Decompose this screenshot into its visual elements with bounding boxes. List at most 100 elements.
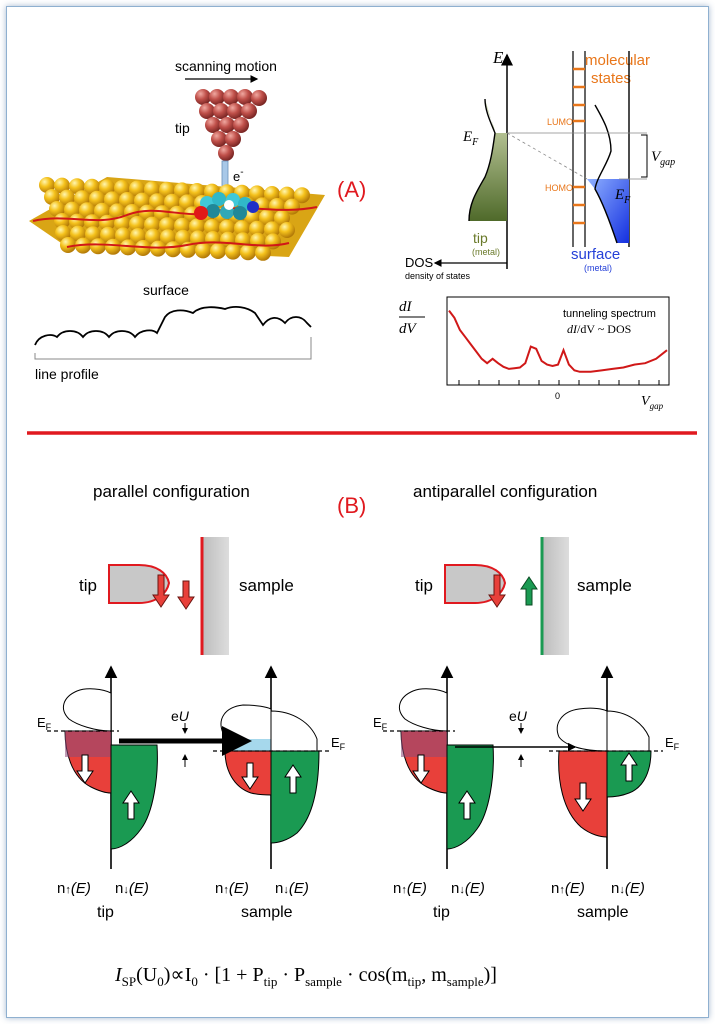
antiparallel-tip-caption: tip: [433, 904, 450, 921]
electron-label: e-: [233, 167, 244, 184]
gold-atom: [64, 201, 80, 218]
gold-atom: [84, 214, 100, 231]
parallel-sample-label: sample: [239, 576, 294, 595]
gold-atom: [54, 177, 70, 194]
antiparallel-tip-overlap: [401, 731, 447, 757]
gold-atom: [54, 213, 70, 229]
gold-atom: [69, 213, 85, 230]
gold-atom: [55, 225, 71, 241]
antiparallel-tip-empty-up-lobe: [398, 688, 448, 732]
gold-atom: [294, 187, 310, 204]
vgap-bracket: [641, 134, 648, 178]
gold-atom: [105, 238, 121, 255]
parallel-sample-caption: sample: [241, 904, 293, 921]
parallel-tip-overlap: [65, 731, 111, 757]
parallel-tip-up-white-arrow-icon: [122, 790, 140, 820]
homo-label: HOMO: [545, 183, 573, 193]
gold-atom: [234, 220, 250, 237]
gold-atom: [69, 178, 85, 195]
parallel-band-diagram: EF EF eU n↑(E) n↓(E) tip n↑(E) n↓(E) sam…: [37, 665, 346, 921]
tunneling-spectrum-chart: dI dV tunneling spectrum dI/dV ~ DOS 0 V…: [399, 296, 670, 411]
molecular-levels: [573, 67, 585, 225]
gold-atom: [144, 181, 160, 198]
gold-atom: [114, 215, 130, 232]
dos-long-label: density of states: [405, 271, 471, 281]
parallel-tip-shape: [108, 564, 171, 604]
gold-atom: [114, 180, 130, 196]
gold-atom: [249, 185, 265, 202]
line-profile: [34, 306, 312, 360]
gold-atom: [84, 178, 100, 195]
tip-fermi-label: EF: [462, 129, 479, 148]
gold-atom: [165, 241, 181, 258]
surface-label: surface: [143, 282, 189, 298]
parallel-cartoon: tip sample: [79, 537, 294, 655]
tip-label: tip: [175, 120, 190, 136]
antiparallel-sample-empty-right: [606, 710, 650, 752]
energy-axis-label: E: [492, 48, 504, 67]
gold-atom: [90, 238, 106, 255]
gold-atom: [139, 204, 155, 221]
gold-atom: [179, 194, 195, 211]
gold-atom: [39, 177, 55, 193]
gold-atom: [195, 242, 211, 259]
spectrum-xlabel: Vgap: [641, 394, 664, 411]
gold-atom: [249, 220, 265, 237]
antiparallel-sample-up-white-arrow-icon: [620, 752, 638, 782]
tip-metal-sub: (metal): [472, 247, 500, 257]
spectrum-series-line: [448, 310, 668, 373]
figure-frame: scanning motion tip e- surface: [6, 6, 709, 1018]
antiparallel-cartoon: tip sample: [415, 537, 632, 655]
gold-atom: [259, 209, 275, 226]
surface-dos-fill: [587, 179, 629, 243]
gold-atom: [274, 210, 290, 226]
dos-label: DOS: [405, 255, 434, 270]
antiparallel-sample-fermi-label: EF: [665, 735, 680, 752]
gold-atom: [219, 219, 235, 236]
gold-atom: [60, 237, 76, 253]
gold-atom: [130, 228, 146, 244]
gold-atom: [279, 186, 295, 203]
gold-atom: [124, 204, 140, 220]
fermi-offset-dashed: [506, 132, 588, 180]
parallel-sample-up-white-arrow-icon: [284, 764, 302, 794]
gold-atom: [255, 244, 271, 261]
antiparallel-tip-n-down: n↓(E): [451, 880, 485, 897]
gold-atom: [210, 243, 226, 259]
gold-atom: [59, 189, 75, 206]
tip-metal-label: tip: [473, 230, 488, 246]
spectrum-ticks: [458, 380, 660, 385]
gold-atom: [149, 193, 165, 210]
gold-atom: [94, 202, 110, 219]
gold-atom: [79, 202, 95, 219]
gold-atom: [279, 222, 295, 238]
antiparallel-tip-n-up: n↑(E): [393, 880, 427, 897]
antiparallel-title: antiparallel configuration: [413, 482, 597, 501]
gold-atom: [144, 216, 160, 233]
gold-atom: [120, 239, 136, 256]
spin-polarized-current-formula: ISP(U0)∝I0 · [1 + Ptip · Psample · cos(m…: [114, 964, 497, 989]
line-profile-label: line profile: [35, 366, 99, 382]
gold-atom: [264, 221, 280, 238]
surface-fermi-label: EF: [614, 187, 631, 206]
gold-atom: [159, 217, 175, 234]
parallel-sample-empty-right: [270, 710, 318, 752]
parallel-tip-empty-up-lobe: [62, 688, 112, 732]
antiparallel-sample-n-up: n↑(E): [551, 880, 585, 897]
gold-atom: [240, 244, 256, 261]
tip-dos-fill: [469, 99, 507, 221]
gold-atom: [175, 229, 191, 246]
stm-schematic: scanning motion tip e- surface: [29, 58, 325, 382]
stm-tip-atoms: [195, 89, 267, 161]
gold-atom: [204, 219, 220, 235]
molecular-states-label: molecular: [585, 52, 650, 69]
parallel-sample-down-arrow-icon: [177, 580, 195, 610]
spectrum-title: tunneling spectrum: [563, 308, 656, 320]
gold-atom: [174, 182, 190, 199]
gold-atom: [244, 208, 260, 225]
spectrum-relation: dI/dV ~ DOS: [567, 322, 631, 336]
gold-atom: [164, 193, 180, 210]
gold-atom: [104, 191, 120, 208]
adsorbed-molecule: [194, 192, 259, 220]
panel-a-label: (A): [337, 177, 366, 202]
